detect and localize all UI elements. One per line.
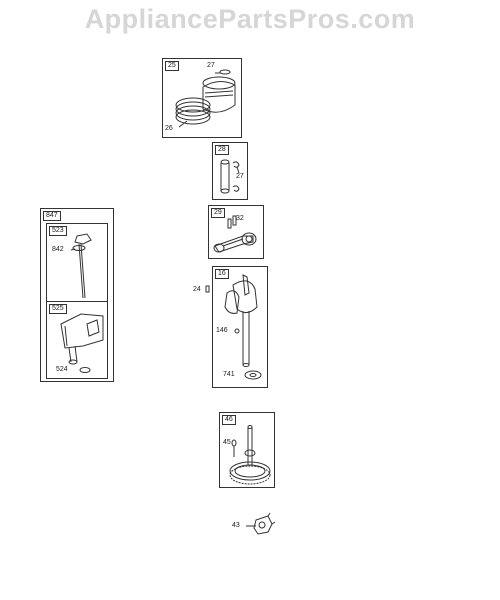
dipstick-kit-tag: 847 [43, 211, 61, 221]
dipstick-drawing [47, 224, 107, 302]
dipstick-kit-frame: 847 523 842 525 524 [40, 208, 114, 382]
rings-callout: 26 [165, 125, 173, 132]
rod-group-frame: 29 32 [208, 205, 264, 259]
key-callout: 24 [193, 286, 201, 293]
watermark: AppliancePartsPros.com [84, 4, 416, 34]
tube-oring-callout: 524 [56, 366, 68, 373]
piston-pin-drawing [213, 143, 247, 199]
dipstick-tube-tag: 525 [49, 304, 67, 314]
rod-bolt-callout: 32 [236, 215, 244, 222]
piston-callout: 27 [207, 62, 215, 69]
cam-group-frame: 46 45 [219, 412, 275, 488]
governor-callout: 43 [232, 522, 240, 529]
crank-gear-callout: 741 [223, 371, 235, 378]
dipstick-frame: 523 842 [46, 223, 108, 303]
piston-rings-drawing [169, 65, 239, 131]
dipstick-tube-drawing [47, 302, 107, 378]
dipstick-seal-callout: 842 [52, 246, 64, 253]
crank-group-frame: 16 146 741 [212, 266, 268, 388]
governor-drawing [246, 512, 276, 538]
dipstick-tag: 523 [49, 226, 67, 236]
rod-group-tag: 29 [211, 208, 225, 218]
key-drawing [205, 285, 211, 293]
crank-seal-callout: 146 [216, 327, 228, 334]
crank-group-tag: 16 [215, 269, 229, 279]
pin-group-frame: 28 27 [212, 142, 248, 200]
piston-group-tag: 25 [165, 61, 179, 71]
camshaft-drawing [220, 413, 274, 487]
connecting-rod-drawing [209, 206, 263, 258]
pin-clip-callout: 27 [236, 173, 244, 180]
dipstick-tube-frame: 525 524 [46, 301, 108, 379]
cam-callout: 45 [223, 439, 231, 446]
crankshaft-drawing [213, 267, 267, 387]
cam-group-tag: 46 [222, 415, 236, 425]
pin-group-tag: 28 [215, 145, 229, 155]
piston-group-frame: 25 27 26 [162, 58, 242, 138]
